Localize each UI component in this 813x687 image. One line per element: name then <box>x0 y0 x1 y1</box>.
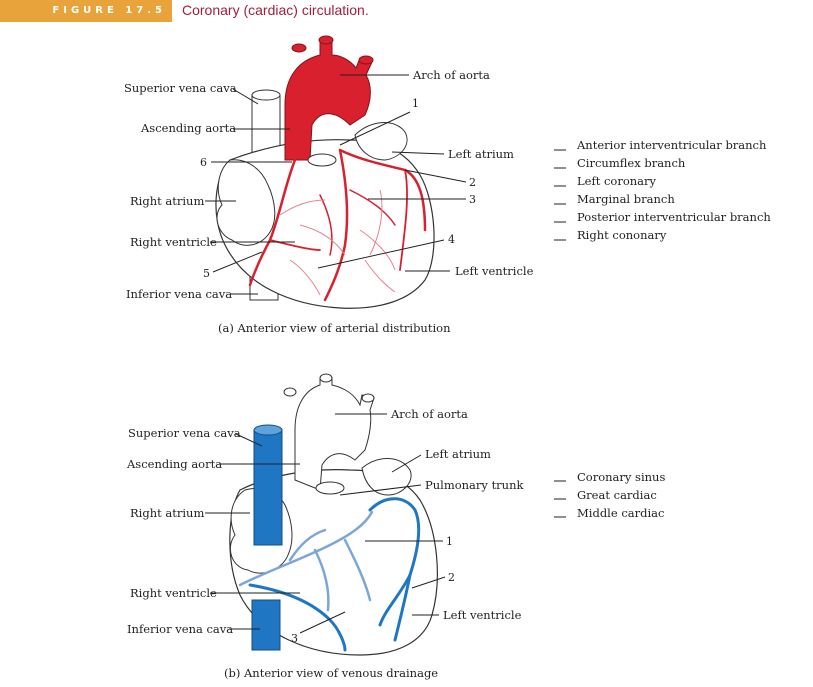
label-b-pulmonary-trunk: Pulmonary trunk <box>425 478 524 492</box>
label-a-ascending-aorta: Ascending aorta <box>140 121 236 135</box>
label-a-superior-vena-cava: Superior vena cava <box>124 81 237 95</box>
label-b-ascending-aorta: Ascending aorta <box>126 457 222 471</box>
label-b-left-ventricle: Left ventricle <box>443 608 522 622</box>
label-a-arch-of-aorta: Arch of aorta <box>412 68 490 82</box>
label-a-num-6: 6 <box>200 156 207 169</box>
answer-a-item: Right cononary <box>577 228 667 242</box>
label-a-num-4: 4 <box>448 233 455 246</box>
answer-b-item: Great cardiac <box>577 488 657 502</box>
panel-a: Superior vena cava Arch of aorta 1 Ascen… <box>124 36 771 335</box>
answer-list-b: Coronary sinus Great cardiac Middle card… <box>554 470 665 520</box>
label-a-num-3: 3 <box>469 193 476 206</box>
label-a-right-atrium: Right atrium <box>130 194 204 208</box>
label-a-left-ventricle: Left ventricle <box>455 264 534 278</box>
label-b-left-atrium: Left atrium <box>425 447 491 461</box>
label-b-right-atrium: Right atrium <box>130 506 204 520</box>
caption-b: (b) Anterior view of venous drainage <box>224 666 438 680</box>
label-b-arch-of-aorta: Arch of aorta <box>390 407 468 421</box>
label-b-superior-vena-cava: Superior vena cava <box>128 426 241 440</box>
answer-a-item: Anterior interventricular branch <box>576 138 767 152</box>
label-a-num-1: 1 <box>412 97 419 110</box>
answer-a-item: Circumflex branch <box>577 156 686 170</box>
label-a-num-2: 2 <box>469 176 476 189</box>
label-b-right-ventricle: Right ventricle <box>130 586 217 600</box>
label-a-right-ventricle: Right ventricle <box>130 235 217 249</box>
label-b-num-3: 3 <box>291 632 298 645</box>
answer-b-item: Coronary sinus <box>577 470 665 484</box>
panel-b: Arch of aorta Superior vena cava Left at… <box>126 374 665 680</box>
answer-a-item: Left coronary <box>577 174 657 188</box>
caption-a: (a) Anterior view of arterial distributi… <box>218 321 451 335</box>
answer-list-a: Anterior interventricular branch Circumf… <box>554 138 771 242</box>
label-a-left-atrium: Left atrium <box>448 147 514 161</box>
label-b-num-1: 1 <box>446 535 453 548</box>
answer-b-item: Middle cardiac <box>577 506 664 520</box>
label-b-inferior-vena-cava: Inferior vena cava <box>127 622 233 636</box>
answer-a-item: Marginal branch <box>577 192 675 206</box>
answer-a-item: Posterior interventricular branch <box>577 210 771 224</box>
label-a-num-5: 5 <box>203 267 210 280</box>
label-a-inferior-vena-cava: Inferior vena cava <box>126 287 232 301</box>
label-b-num-2: 2 <box>448 571 455 584</box>
heart-illustration-arterial <box>216 36 434 308</box>
